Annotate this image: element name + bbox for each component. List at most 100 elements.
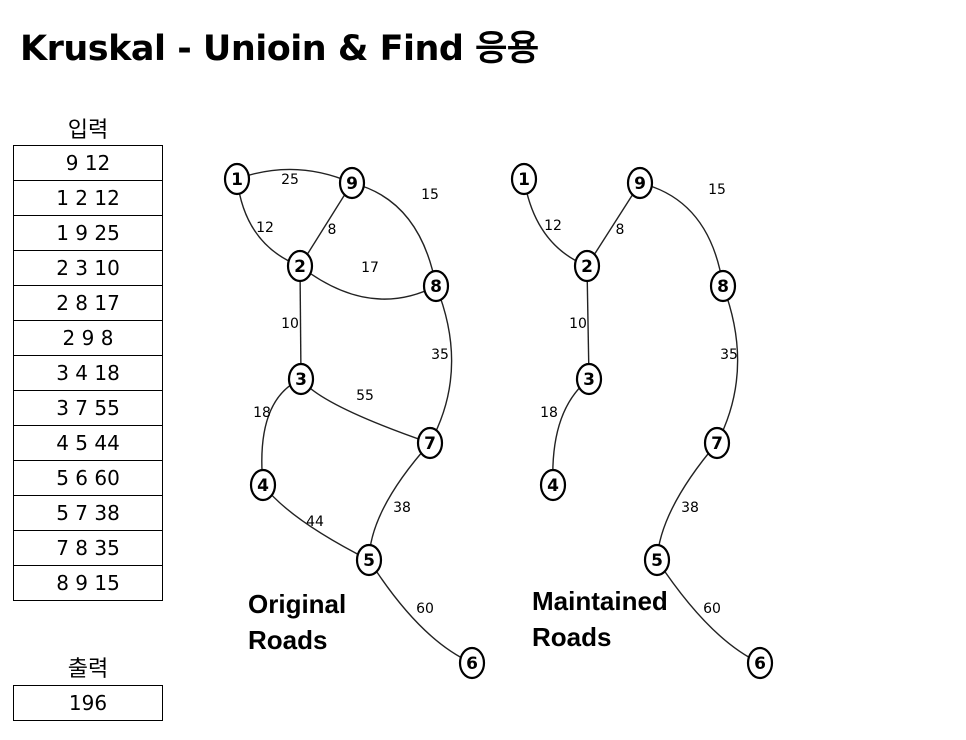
maintained-edge-weight-7-5: 38 [681, 500, 699, 516]
input-row: 3 4 18 [13, 355, 163, 391]
original-edge-weight-3-7: 55 [356, 388, 374, 404]
maintained-edge-2-3 [586, 265, 590, 380]
original-edge-2-3 [299, 265, 302, 380]
original-edge-2-8 [299, 265, 437, 300]
maintained-node-label-7: 7 [711, 434, 723, 454]
maintained-edge-8-7 [716, 285, 739, 444]
original-edge-weight-5-6: 60 [416, 601, 434, 617]
original-edge-weight-1-9: 25 [281, 172, 299, 188]
maintained-edge-weight-2-3: 10 [569, 316, 587, 332]
original-caption-line1: Original [248, 589, 346, 619]
original-node-label-8: 8 [430, 277, 442, 297]
original-node-label-3: 3 [295, 370, 307, 390]
input-cell: 8 9 15 [13, 565, 163, 601]
input-cell: 3 4 18 [13, 355, 163, 391]
original-edge-weight-2-3: 10 [281, 316, 299, 332]
maintained-edge-weight-9-8: 15 [708, 182, 726, 198]
original-caption-line2: Roads [248, 625, 327, 655]
maintained-edge-9-8 [639, 182, 724, 287]
maintained-node-label-5: 5 [651, 551, 663, 571]
input-heading: 입력 [67, 118, 109, 143]
maintained-node-label-9: 9 [634, 174, 646, 194]
original-node-6 [458, 646, 486, 680]
original-edge-weight-9-2: 8 [328, 222, 337, 238]
maintained-roads-graph: 12 8 15 10 35 18 38 60 1 9 2 8 3 7 4 5 6 [510, 162, 774, 680]
maintained-node-2 [573, 249, 601, 283]
maintained-node-7 [703, 426, 731, 460]
maintained-edge-weight-1-2: 12 [544, 218, 562, 234]
input-row: 3 7 55 [13, 390, 163, 426]
input-cell: 1 2 12 [13, 180, 163, 216]
input-cell: 5 6 60 [13, 460, 163, 496]
original-node-label-1: 1 [231, 170, 243, 190]
original-edge-weight-4-5: 44 [306, 514, 324, 530]
maintained-caption-line1: Maintained [532, 586, 668, 616]
input-row: 2 9 8 [13, 320, 163, 356]
input-cell: 2 9 8 [13, 320, 163, 356]
output-heading: 출력 [67, 657, 109, 682]
input-row: 5 7 38 [13, 495, 163, 531]
maintained-node-label-8: 8 [717, 277, 729, 297]
maintained-node-5 [643, 543, 671, 577]
original-node-label-9: 9 [346, 174, 358, 194]
maintained-node-6 [746, 646, 774, 680]
maintained-node-9 [626, 166, 654, 200]
maintained-edge-weight-8-7: 35 [720, 347, 738, 363]
original-node-label-2: 2 [294, 257, 306, 277]
original-edge-9-8 [351, 182, 437, 287]
maintained-node-3 [575, 362, 603, 396]
input-row: 9 12 [13, 145, 163, 181]
maintained-node-label-1: 1 [518, 170, 530, 190]
original-node-label-4: 4 [257, 476, 269, 496]
maintained-node-label-6: 6 [754, 654, 766, 674]
original-edge-weight-7-5: 38 [393, 500, 411, 516]
maintained-edge-9-2 [586, 182, 641, 267]
original-node-1 [223, 162, 251, 196]
original-edge-weight-2-8: 17 [361, 260, 379, 276]
input-row: 5 6 60 [13, 460, 163, 496]
original-node-9 [338, 166, 366, 200]
maintained-edge-weight-3-4: 18 [540, 405, 558, 421]
original-node-8 [422, 269, 450, 303]
maintained-node-4 [539, 468, 567, 502]
output-value: 196 [13, 685, 163, 721]
original-node-label-5: 5 [363, 551, 375, 571]
original-edge-weight-8-7: 35 [431, 347, 449, 363]
original-node-4 [249, 468, 277, 502]
maintained-node-label-4: 4 [547, 476, 559, 496]
original-node-label-7: 7 [424, 434, 436, 454]
input-cell: 3 7 55 [13, 390, 163, 426]
original-roads-graph: 25 12 8 15 17 10 35 55 18 44 38 60 1 9 2 8 3 7 4 5 6 [223, 162, 486, 680]
original-edge-weight-9-8: 15 [421, 187, 439, 203]
input-cell: 9 12 [13, 145, 163, 181]
original-edge-weight-1-2: 12 [256, 220, 274, 236]
maintained-edge-weight-5-6: 60 [703, 601, 721, 617]
input-row: 4 5 44 [13, 425, 163, 461]
input-row: 1 2 12 [13, 180, 163, 216]
input-row: 2 8 17 [13, 285, 163, 321]
maintained-edge-weight-9-2: 8 [616, 222, 625, 238]
maintained-node-label-3: 3 [583, 370, 595, 390]
original-node-5 [355, 543, 383, 577]
original-node-7 [416, 426, 444, 460]
original-node-3 [287, 362, 315, 396]
maintained-caption-line2: Roads [532, 622, 611, 652]
input-row: 8 9 15 [13, 565, 163, 601]
original-edge-weight-3-4: 18 [253, 405, 271, 421]
input-cell: 5 7 38 [13, 495, 163, 531]
output-table: 196 [13, 685, 163, 721]
maintained-node-8 [709, 269, 737, 303]
original-node-label-6: 6 [466, 654, 478, 674]
input-cell: 4 5 44 [13, 425, 163, 461]
maintained-node-label-2: 2 [581, 257, 593, 277]
original-edge-8-7 [429, 285, 453, 444]
input-cell: 2 8 17 [13, 285, 163, 321]
original-edge-3-4 [261, 378, 302, 486]
maintained-node-1 [510, 162, 538, 196]
page-title: Kruskal - Unioin & Find 응용 [20, 29, 539, 69]
original-edge-9-2 [299, 182, 353, 267]
original-node-2 [286, 249, 314, 283]
maintained-edge-3-4 [552, 378, 590, 486]
